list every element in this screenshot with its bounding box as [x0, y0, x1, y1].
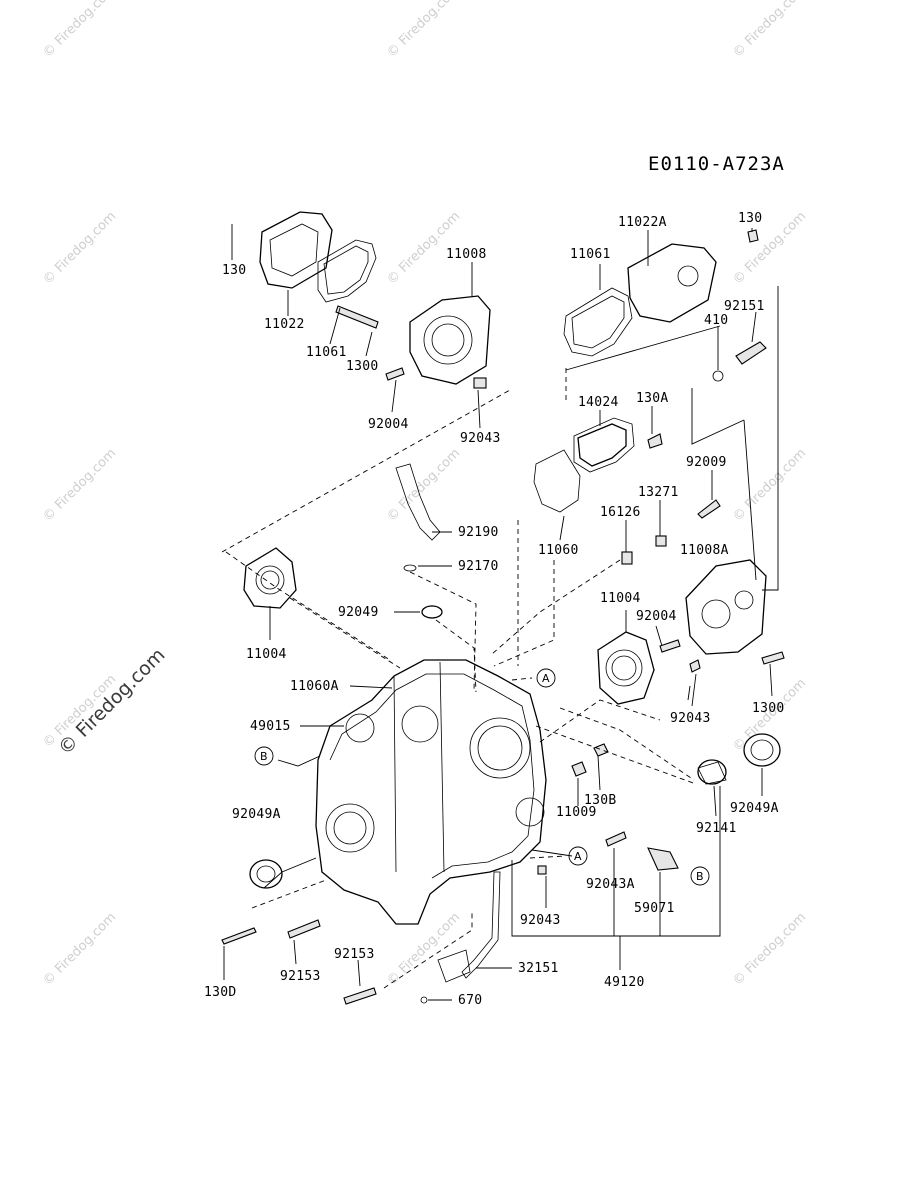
leader-lines [221, 224, 779, 1001]
part-label: 92043 [460, 431, 501, 446]
watermark: © Firedog.com [384, 446, 463, 525]
part-label: 92009 [686, 455, 727, 470]
part-label: 130 [738, 211, 762, 226]
diagram-code: E0110-A723A [648, 153, 785, 175]
part-label: 11004 [600, 591, 641, 606]
part-label: 92043 [520, 913, 561, 928]
ref-marker-a: A [542, 672, 550, 685]
part-label: 92190 [458, 525, 499, 540]
part-shapes [221, 211, 785, 1005]
part-label: 92141 [696, 821, 737, 836]
watermark: © Firedog.com [40, 0, 119, 61]
ref-marker-b: B [696, 870, 704, 883]
part-label: 670 [458, 993, 482, 1008]
part-label: 92151 [724, 299, 765, 314]
part-label: 59071 [634, 901, 675, 916]
part-label: 11061 [570, 247, 611, 262]
ref-marker-a-circle [536, 668, 556, 688]
part-label: 11060A [290, 679, 339, 694]
part-label: 92004 [368, 417, 409, 432]
part-label: 92049A [730, 801, 779, 816]
watermark: © Firedog.com [730, 446, 809, 525]
part-label: 1300 [346, 359, 379, 374]
part-label: 11061 [306, 345, 347, 360]
ref-marker-a-circle [568, 846, 588, 866]
part-label: 130A [636, 391, 669, 406]
part-label: 11022A [618, 215, 667, 230]
part-label: 410 [704, 313, 728, 328]
part-label: 92043 [670, 711, 711, 726]
part-label: 11060 [538, 543, 579, 558]
part-label: 92049A [232, 807, 281, 822]
part-label: 13271 [638, 485, 679, 500]
watermark: © Firedog.com [40, 446, 119, 525]
part-label: 11008A [680, 543, 729, 558]
part-label: 92170 [458, 559, 499, 574]
watermark: © Firedog.com [730, 0, 809, 61]
part-label: 11009 [556, 805, 597, 820]
ref-marker-b-circle [254, 746, 274, 766]
watermark: © Firedog.com [40, 209, 119, 288]
part-label: 11004 [246, 647, 287, 662]
part-label: 11022 [264, 317, 305, 332]
part-label: 92049 [338, 605, 379, 620]
part-label: 49120 [604, 975, 645, 990]
watermark: © Firedog.com [384, 0, 463, 61]
part-labels: 130 11022 11061 1300 11008 92004 92043 1… [204, 211, 785, 1008]
part-label: 49015 [250, 719, 291, 734]
part-label: 11008 [446, 247, 487, 262]
watermark: © Firedog.com [730, 910, 809, 989]
ref-marker-a: A [574, 850, 582, 863]
ref-markers: A B A B [254, 668, 710, 886]
part-label: 16126 [600, 505, 641, 520]
ref-marker-b: B [260, 750, 268, 763]
part-label: 1300 [752, 701, 785, 716]
part-label: 92153 [280, 969, 321, 984]
part-label: 92043A [586, 877, 635, 892]
watermark: © Firedog.com [40, 910, 119, 989]
part-label: 32151 [518, 961, 559, 976]
part-label: 130D [204, 985, 237, 1000]
part-label: 92153 [334, 947, 375, 962]
part-label: 130B [584, 793, 617, 808]
part-label: 92004 [636, 609, 677, 624]
ref-marker-b-circle [690, 866, 710, 886]
part-label: 130 [222, 263, 246, 278]
watermark-large: © Firedog.com [54, 644, 169, 759]
part-label: 14024 [578, 395, 619, 410]
